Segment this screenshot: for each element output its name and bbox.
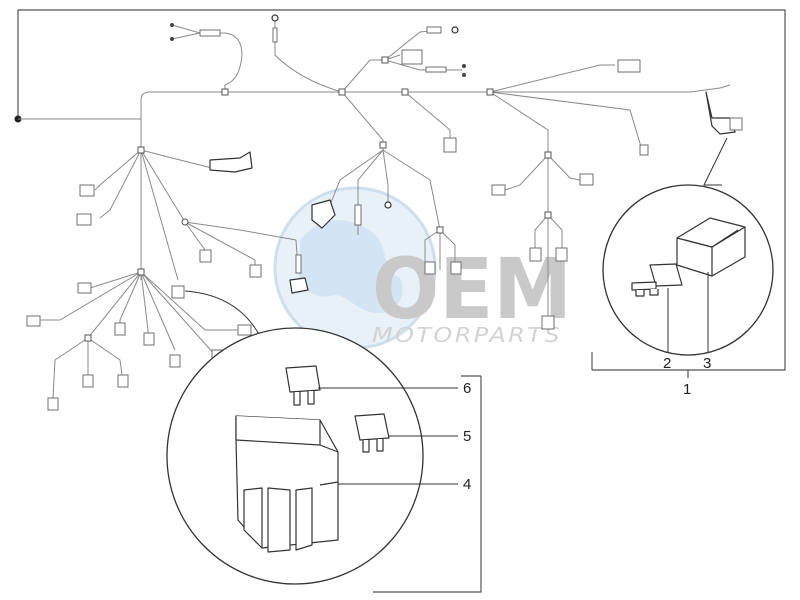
- box-center-drop: [443, 137, 457, 153]
- plug-center: [354, 204, 362, 226]
- fuse-box-icon: [235, 415, 339, 553]
- ring-terminal-top: [271, 14, 279, 22]
- main-harness: [18, 14, 743, 411]
- connector-right-drop: [639, 144, 649, 156]
- watermark-continent: [298, 220, 403, 314]
- outer-frame: [17, 9, 786, 371]
- sensor-center-left: [311, 199, 336, 229]
- watermark-subtitle: MOTORPARTS: [372, 323, 562, 347]
- box-top-center: [401, 49, 423, 65]
- relay-connector: [705, 91, 736, 135]
- relay-cover-3-icon: [676, 217, 746, 277]
- connector-top-left: [199, 29, 221, 37]
- callout-4: 4: [463, 476, 471, 493]
- fuse-6-icon: [285, 365, 321, 406]
- leader-relay-to-inset: [703, 137, 728, 186]
- connector-upper-right: [617, 59, 641, 73]
- inset-fuse-box: 6 5 4: [166, 327, 471, 585]
- connector-top-center: [426, 26, 442, 34]
- callout-3: 3: [703, 355, 711, 372]
- inset-circle-relay: [602, 184, 774, 356]
- callout-1: 1: [683, 381, 691, 398]
- leader-harness-to-inset: [184, 290, 263, 341]
- fuse-link-top: [425, 66, 447, 73]
- callout-5: 5: [463, 428, 471, 445]
- callout-6: 6: [463, 380, 471, 397]
- small-sensor-left: [289, 277, 309, 294]
- callout-2: 2: [663, 355, 671, 372]
- bracket-4-6-side: [373, 376, 482, 593]
- box-right-right: [579, 173, 594, 186]
- relay-socket: [729, 117, 743, 131]
- ignition-connector: [209, 151, 253, 173]
- fuse-5-icon: [354, 413, 390, 453]
- inset-relay: 2 3 1: [602, 137, 774, 398]
- box-right-left: [491, 184, 506, 196]
- fuse-2-icon: [631, 263, 683, 297]
